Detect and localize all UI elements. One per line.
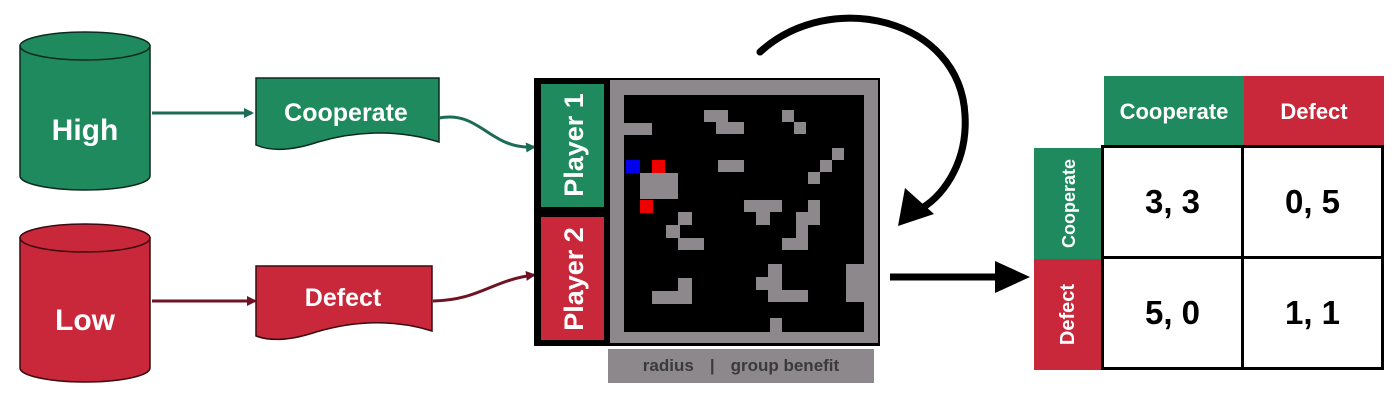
cooperate-document-label: Cooperate xyxy=(284,99,408,127)
cooperate-document: Cooperate xyxy=(255,77,440,151)
payoff-matrix: Cooperate Defect Cooperate Defect 3, 3 0… xyxy=(1034,76,1384,370)
low-cylinder: Low xyxy=(19,223,151,383)
grid-obstacles xyxy=(624,110,864,332)
feedback-arrow-head xyxy=(898,188,934,226)
col-header-defect: Defect xyxy=(1244,76,1384,148)
high-label: High xyxy=(52,114,119,147)
agent-red-1 xyxy=(652,160,665,173)
row-header-cooperate: Cooperate xyxy=(1034,148,1104,259)
col-header-cooperate: Cooperate xyxy=(1104,76,1244,148)
defect-to-player2-arrow xyxy=(432,270,536,303)
feedback-arrow-curve xyxy=(756,14,969,214)
to-matrix-arrow-head xyxy=(995,261,1030,293)
agent-blue xyxy=(626,160,640,173)
cooperate-to-player1-arrow xyxy=(438,115,536,153)
defect-document: Defect xyxy=(255,265,433,341)
low-label: Low xyxy=(55,304,116,337)
high-cylinder: High xyxy=(19,31,151,191)
grid-world xyxy=(610,80,878,343)
player1-tab xyxy=(541,84,604,207)
player2-label: Player 2 xyxy=(559,227,589,331)
row-header-defect: Defect xyxy=(1034,259,1104,370)
payoff-cell-cc: 3, 3 xyxy=(1101,145,1244,259)
group-benefit-label: group benefit xyxy=(730,356,840,375)
defect-document-label: Defect xyxy=(305,284,382,312)
payoff-cell-dd: 1, 1 xyxy=(1241,256,1384,370)
payoff-cell-dc: 5, 0 xyxy=(1101,256,1244,370)
agent-red-2 xyxy=(640,200,653,213)
radius-label: radius xyxy=(642,356,694,375)
player2-tab xyxy=(541,217,604,340)
footer-separator: | xyxy=(709,356,715,375)
payoff-cell-cd: 0, 5 xyxy=(1241,145,1384,259)
grid-footer: radius | group benefit xyxy=(608,349,874,383)
player1-label: Player 1 xyxy=(559,93,589,197)
